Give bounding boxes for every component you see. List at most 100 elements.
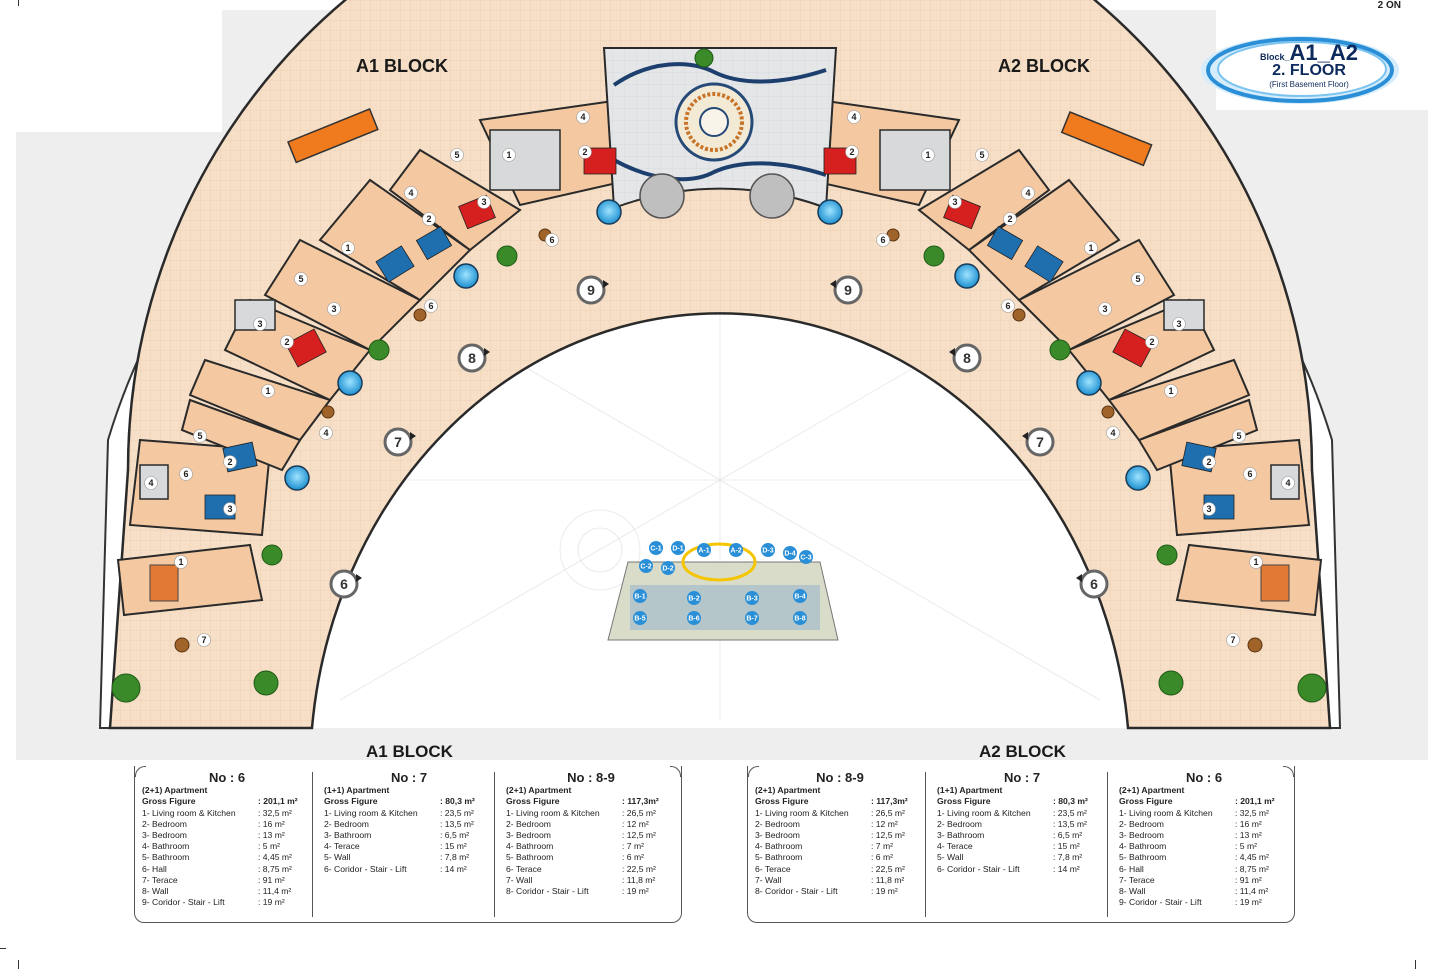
pool	[1125, 465, 1151, 491]
room-name: 7- Terace	[142, 874, 178, 885]
site-label-dot	[633, 611, 647, 625]
room-number-badge	[1001, 299, 1015, 313]
room-name: 4- Terace	[324, 841, 360, 852]
area-row: 8- Coridor - Stair - Lift : 19 m²	[506, 886, 676, 897]
gross-label: Gross Figure	[506, 796, 560, 807]
area-row: 8- Wall: 11,4 m²	[142, 886, 312, 897]
gross-value: : 80,3 m²	[440, 796, 475, 807]
room-number-badge	[1226, 633, 1240, 647]
site-label-dot	[799, 550, 813, 564]
area-row: 5- Bathroom: 4,45 m²	[1119, 852, 1289, 863]
room-name: 8- Coridor - Stair - Lift	[506, 886, 589, 897]
room-area: : 12 m²	[871, 818, 898, 829]
area-row: 2- Bedroom: 16 m²	[1119, 819, 1289, 830]
apartment-number: No : 6	[1185, 770, 1223, 785]
room-number-badge	[404, 186, 418, 200]
room-area: : 22,5 m²	[871, 863, 905, 874]
gross-value: : 117,3m²	[871, 796, 908, 807]
room-number: 3	[257, 319, 262, 329]
floor-name: 2. FLOOR	[1272, 62, 1346, 79]
room-area: : 19 m²	[1235, 897, 1262, 908]
room-name: 5- Bathroom	[755, 852, 803, 863]
site-label-dot	[745, 591, 759, 605]
area-row: 1- Living room & Kitchen: 32,5 m²	[142, 808, 312, 819]
crop-mark	[18, 960, 19, 969]
room-number: 5	[979, 150, 984, 160]
area-row: 6- Terace: 22,5 m²	[755, 864, 925, 875]
room-number-badge	[1172, 317, 1186, 331]
site-label-dot	[671, 541, 685, 555]
room-number: 1	[1088, 243, 1093, 253]
room-name: 4- Terace	[937, 841, 973, 852]
room-area: : 12,5 m²	[871, 830, 905, 841]
area-row: 7- Wall: 11,8 m²	[755, 875, 925, 886]
marker-label: 6	[340, 576, 348, 592]
room-number: 6	[428, 301, 433, 311]
site-label-dot	[793, 589, 807, 603]
room-number-badge	[1249, 555, 1263, 569]
room-number: 5	[1135, 274, 1140, 284]
floor-badge-text: Block_A1_A2 2. FLOOR (First Basement Flo…	[1244, 40, 1374, 89]
room-number: 3	[227, 504, 232, 514]
room-area: : 6 m²	[871, 852, 893, 863]
site-label-dot	[793, 611, 807, 625]
room-area: : 23,5 m²	[440, 807, 474, 818]
room-name: 4- Bathroom	[1119, 841, 1167, 852]
room-number-badge	[477, 195, 491, 209]
room-name: 2- Bedroom	[506, 818, 551, 829]
direction-marker: 7	[383, 427, 416, 457]
bed-blue	[375, 245, 415, 283]
room-area: : 22,5 m²	[622, 863, 656, 874]
kitchen	[879, 129, 951, 191]
room-name: 3- Bedroom	[506, 830, 551, 841]
marker-ring	[1079, 569, 1109, 599]
pool	[284, 465, 310, 491]
marker-ring	[383, 427, 413, 457]
site-label-dot	[729, 543, 743, 557]
room-name: 1- Living room & Kitchen	[755, 807, 849, 818]
lobby-wave	[613, 158, 827, 182]
room-area: : 13,5 m²	[1053, 818, 1087, 829]
room-area: : 7,8 m²	[1053, 852, 1083, 863]
area-row: 2- Bedroom: 13,5 m²	[937, 819, 1107, 830]
site-label: B-3	[746, 596, 757, 603]
room-number-badge	[319, 426, 333, 440]
room-area: : 26,5 m²	[622, 807, 656, 818]
marker-ring	[1025, 427, 1055, 457]
room-number-badge	[876, 233, 890, 247]
direction-marker: 6	[329, 569, 362, 599]
area-row: 7- Terace: 91 m²	[1119, 875, 1289, 886]
room-name: 1- Living room & Kitchen	[506, 807, 600, 818]
area-row: 6- Terace: 22,5 m²	[506, 864, 676, 875]
apartment-number: No : 7	[390, 770, 428, 785]
room-number: 4	[1110, 428, 1115, 438]
room-area: : 19 m²	[622, 886, 649, 897]
marker-arrow-icon	[1022, 432, 1028, 440]
room-number: 3	[1206, 504, 1211, 514]
area-row: 1- Living room & Kitchen: 23,5 m²	[324, 808, 494, 819]
site-label: B-8	[794, 616, 805, 623]
room-name: 3- Bathroom	[324, 830, 372, 841]
area-row: 5- Bathroom: 4,45 m²	[142, 852, 312, 863]
room-number: 5	[298, 274, 303, 284]
direction-marker: 8	[457, 343, 490, 373]
a1-block-title: A1 BLOCK	[356, 56, 449, 76]
room-name: 1- Living room & Kitchen	[937, 807, 1031, 818]
room-name: 5- Bathroom	[1119, 852, 1167, 863]
room-number-badge	[1131, 272, 1145, 286]
room-area: : 14 m²	[440, 863, 467, 874]
marker-ring	[457, 343, 487, 373]
gross-figure-row: Gross Figure: 201,1 m²	[142, 796, 312, 807]
direction-marker: 9	[576, 275, 609, 305]
gross-label: Gross Figure	[755, 796, 809, 807]
gross-figure-row: Gross Figure: 117,3m²	[506, 796, 676, 807]
area-row: 2- Bedroom: 16 m²	[142, 819, 312, 830]
area-row: 3- Bedroom: 12,5 m²	[755, 830, 925, 841]
area-row: 8- Wall: 11,4 m²	[1119, 886, 1289, 897]
plant	[111, 673, 141, 703]
gross-value: : 201,1 m²	[258, 796, 298, 807]
room-number: 1	[1168, 386, 1173, 396]
room-name: 1- Living room & Kitchen	[142, 807, 236, 818]
